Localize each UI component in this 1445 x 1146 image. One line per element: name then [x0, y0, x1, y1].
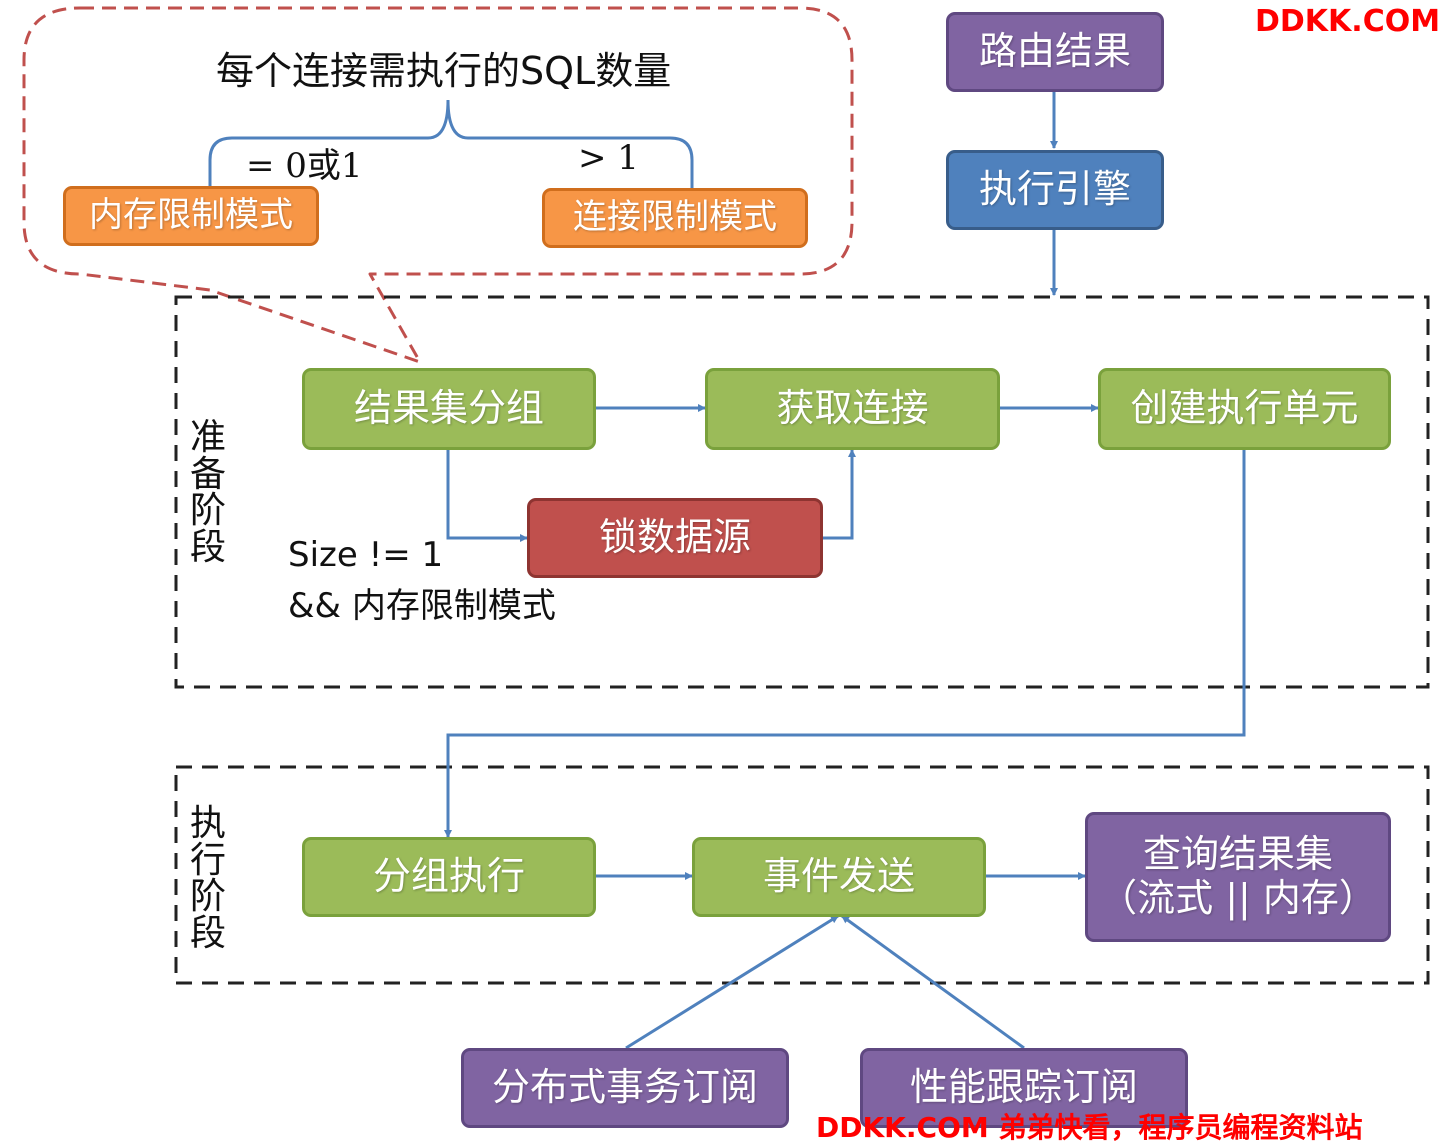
route-result-box: 路由结果 [946, 12, 1164, 92]
left-condition-label: = 0或1 [246, 146, 363, 186]
lock-data-source-box: 锁数据源 [527, 498, 823, 578]
query-result-line1: 查询结果集 [1142, 832, 1333, 877]
execute-stage-label: 执 行 阶 段 [189, 803, 226, 955]
memory-mode-callout [22, 6, 854, 364]
arrow-trace-to-event [841, 914, 1025, 1050]
arrow-tx-to-event [625, 914, 839, 1050]
arrow-unit-to-group-execute [444, 450, 1246, 838]
execute-stage-frame [174, 765, 1430, 985]
watermark-bottom: DDKK.COM 弟弟快看，程序员编程资料站 [816, 1111, 1363, 1144]
watermark-top: DDKK.COM [1255, 4, 1441, 39]
memory-limit-mode-box: 内存限制模式 [63, 186, 319, 246]
execution-engine-box: 执行引擎 [946, 150, 1164, 230]
prepare-stage-label: 准 备 阶 段 [189, 417, 226, 569]
query-result-set-box: 查询结果集 （流式 || 内存） [1085, 812, 1391, 942]
perf-trace-subscribe-box: 性能跟踪订阅 [860, 1048, 1188, 1128]
event-dispatch-box: 事件发送 [692, 837, 986, 917]
prepare-stage-frame [174, 295, 1430, 689]
get-connection-box: 获取连接 [705, 368, 1000, 450]
condition-brace [208, 99, 694, 188]
right-condition-label: > 1 [578, 138, 639, 178]
balloon-title: 每个连接需执行的SQL数量 [216, 49, 672, 93]
connection-limit-mode-box: 连接限制模式 [542, 188, 808, 248]
arrow-group-to-lock [446, 450, 528, 542]
lock-condition-line1: Size != 1 [288, 535, 444, 575]
query-result-line2: （流式 || 内存） [1099, 876, 1377, 920]
distributed-tx-subscribe-box: 分布式事务订阅 [461, 1048, 789, 1128]
group-result-set-box: 结果集分组 [302, 368, 596, 450]
group-execute-box: 分组执行 [302, 837, 596, 917]
create-execution-unit-box: 创建执行单元 [1098, 368, 1391, 450]
arrow-lock-to-connection [823, 449, 856, 540]
lock-condition-line2: && 内存限制模式 [288, 586, 556, 626]
